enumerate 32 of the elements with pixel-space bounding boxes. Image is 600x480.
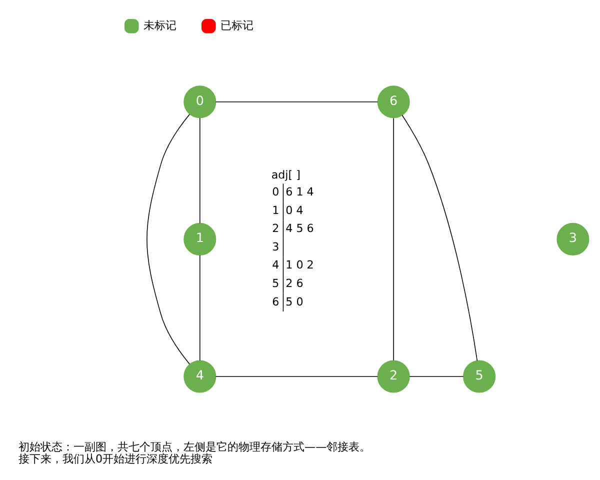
label: 4	[272, 258, 279, 272]
connector	[199, 254, 200, 361]
node-circle: 3	[556, 222, 589, 256]
label: 4 5 6	[285, 222, 314, 236]
label: 5	[272, 276, 279, 290]
connector	[392, 118, 394, 361]
label: 6 1 4	[285, 186, 314, 199]
legend-label: 已标记	[220, 19, 254, 32]
label: 0	[272, 186, 279, 199]
label: 5 0	[285, 295, 303, 308]
connector	[146, 114, 190, 364]
connector	[401, 114, 478, 362]
node-circle: 5	[462, 360, 496, 393]
label: 接下来，我们从0开始进行深度优先搜索	[18, 452, 212, 466]
label: 1 0 2	[285, 258, 314, 272]
label: 2 6	[285, 276, 303, 290]
label: 2	[272, 222, 279, 236]
label: 0 4	[285, 204, 303, 217]
label: 3	[272, 240, 279, 254]
node-circle: 2	[376, 360, 410, 393]
node-circle: 0	[183, 86, 216, 118]
legend-label: 未标记	[143, 19, 176, 32]
label: 1	[272, 204, 279, 217]
label: 初始状态：一副图，共七个顶点，左侧是它的物理存储方式——邻接表。	[18, 440, 370, 454]
node-circle: 1	[183, 222, 216, 256]
label: 6	[272, 295, 279, 308]
node-circle: 6	[376, 86, 410, 118]
connector	[408, 376, 464, 377]
connector	[214, 376, 378, 377]
label: adj[ ]	[270, 168, 300, 182]
connector	[199, 118, 200, 224]
node-circle: 4	[183, 360, 216, 393]
